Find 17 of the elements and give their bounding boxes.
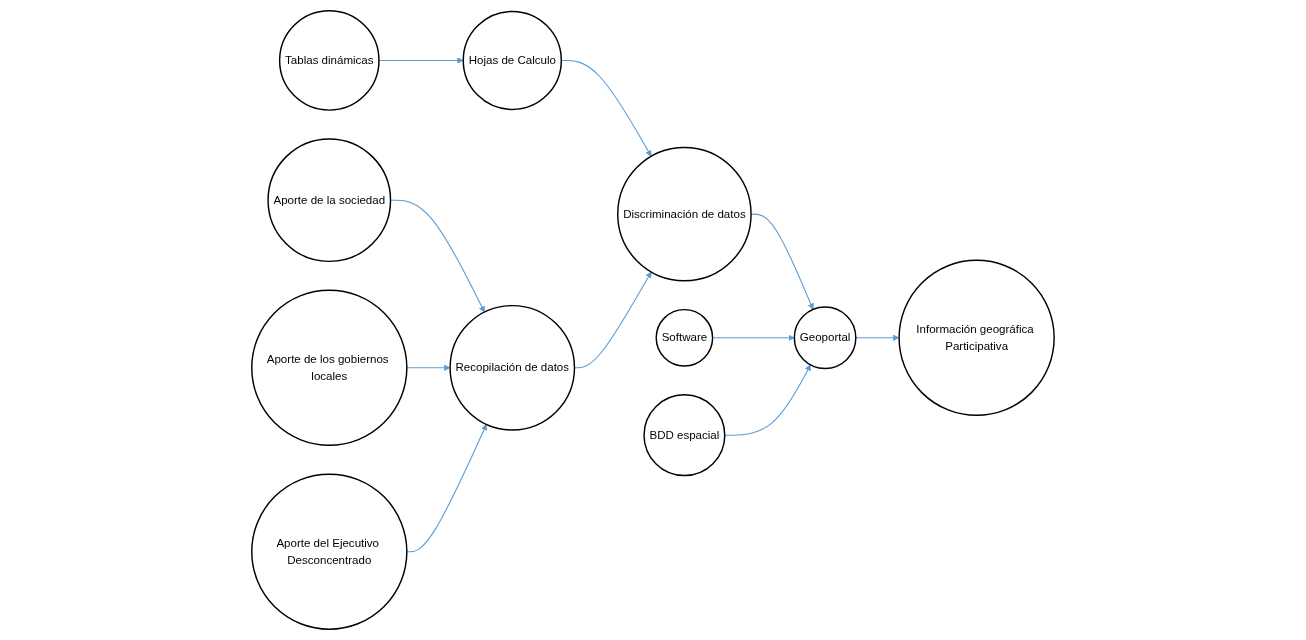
node-circle: Tablas dinámicas — [278, 10, 380, 111]
node-circle: Discriminación de datos — [617, 146, 752, 282]
node-circle: Software — [655, 308, 714, 367]
node-circle: Aporte de los gobiernos locales — [251, 289, 408, 447]
arrow — [406, 424, 488, 553]
node-circle: Aporte de la sociedad — [267, 138, 392, 263]
arrow — [855, 334, 900, 341]
node-circle: Aporte del Ejecutivo Desconcentrado — [251, 473, 408, 630]
node-circle: Geoportal — [793, 306, 857, 370]
arrow — [724, 364, 811, 436]
arrow — [406, 364, 451, 371]
arrow — [390, 199, 485, 313]
node-circle: Recopilación de datos — [449, 304, 576, 431]
node-circle: Hojas de Calculo — [462, 10, 563, 111]
arrow — [712, 334, 795, 341]
node-circle: BDD espacial — [643, 394, 726, 477]
node-circle: Información geográfica Participativa — [898, 259, 1055, 417]
